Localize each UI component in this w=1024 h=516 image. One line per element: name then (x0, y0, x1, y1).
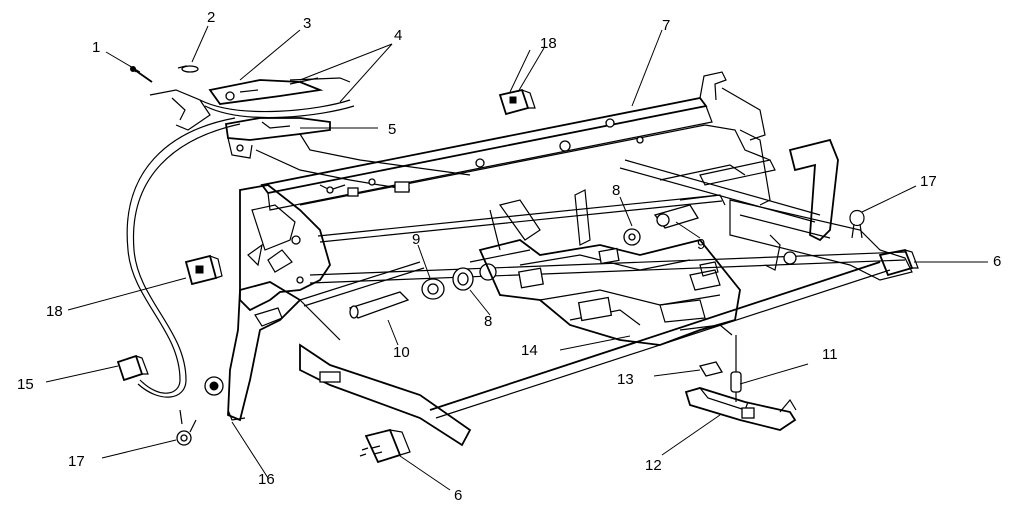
callout-17-left: 17 (68, 453, 85, 470)
spring-11 (730, 335, 742, 402)
bracket-12 (684, 387, 797, 431)
callout-17-right: 17 (920, 173, 937, 190)
callout-7: 7 (662, 17, 670, 34)
left-side-frame (239, 184, 331, 312)
callout-10: 10 (393, 344, 410, 361)
rear-rail-7 (260, 71, 771, 211)
callout-9-left: 9 (412, 231, 420, 248)
wire-4 (199, 77, 355, 119)
callout-15: 15 (17, 376, 34, 393)
callout-11: 11 (822, 346, 838, 363)
callout-4: 4 (394, 27, 402, 44)
callout-8-upper: 8 (612, 182, 620, 199)
callout-18-top: 18 (540, 35, 557, 52)
leader-lines (45, 25, 988, 491)
cable-15 (116, 117, 241, 398)
callout-6-right: 6 (993, 253, 1001, 270)
callout-2: 2 (207, 9, 215, 26)
callout-16: 16 (258, 471, 275, 488)
bracket-5 (224, 117, 471, 176)
callout-9-right: 9 (697, 236, 705, 253)
right-side-frame (659, 129, 913, 281)
connector-18-top (498, 88, 536, 116)
callout-14: 14 (521, 342, 538, 359)
upper-linkage-frame (149, 89, 411, 197)
callout-18-left: 18 (46, 303, 63, 320)
callout-labels: 1 2 3 4 5 6 6 7 8 8 9 9 10 11 12 13 14 1… (17, 9, 1001, 504)
spring-17-left (176, 409, 197, 446)
callout-12: 12 (645, 457, 662, 474)
callout-1: 1 (92, 39, 100, 56)
callout-5: 5 (388, 121, 396, 138)
callout-13: 13 (617, 371, 634, 388)
lower-bracket-16 (204, 281, 472, 447)
carriage-14 (478, 189, 741, 346)
connector-18-left (184, 254, 223, 286)
spring-2 (177, 65, 199, 73)
connector-6-right (878, 248, 919, 277)
callout-6-bottom: 6 (454, 487, 462, 504)
connector-6-bottom (359, 428, 411, 464)
spring-17-right (849, 209, 865, 239)
lever-3 (208, 77, 324, 105)
callout-3: 3 (303, 15, 311, 32)
cross-shaft (317, 159, 821, 243)
clip-13 (698, 361, 724, 377)
callout-8-lower: 8 (484, 313, 492, 330)
shaft-assembly (299, 249, 531, 319)
front-rail (309, 251, 906, 419)
